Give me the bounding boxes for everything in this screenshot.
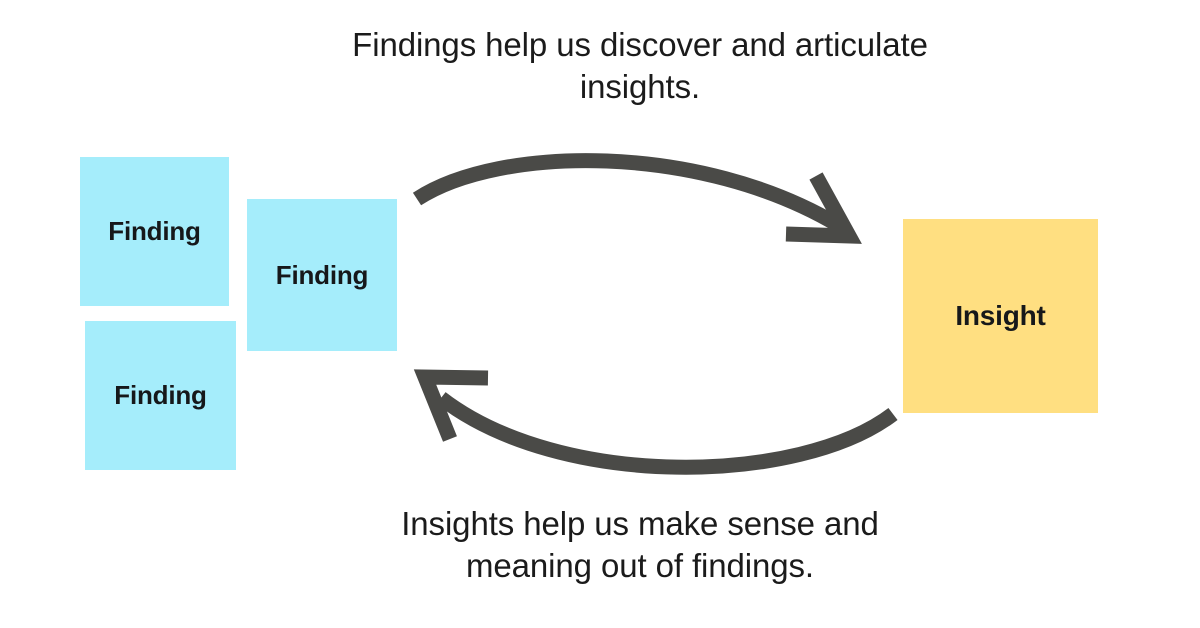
finding-note-2[interactable]: Finding <box>247 199 397 351</box>
curved-arrow-right-icon <box>412 153 862 244</box>
finding-note-3[interactable]: Finding <box>85 321 236 470</box>
finding-note-1-label: Finding <box>108 216 201 246</box>
bottom-caption: Insights help us make sense and meaning … <box>401 505 879 585</box>
curved-arrow-left-icon <box>413 369 898 475</box>
finding-note-2-label: Finding <box>275 259 369 290</box>
insight-note-label: Insight <box>955 300 1046 331</box>
top-caption: Findings help us discover and articulate… <box>352 26 928 106</box>
insight-note[interactable]: Insight <box>903 219 1098 413</box>
finding-note-1[interactable]: Finding <box>80 157 229 306</box>
finding-note-3-label: Finding <box>114 380 207 410</box>
